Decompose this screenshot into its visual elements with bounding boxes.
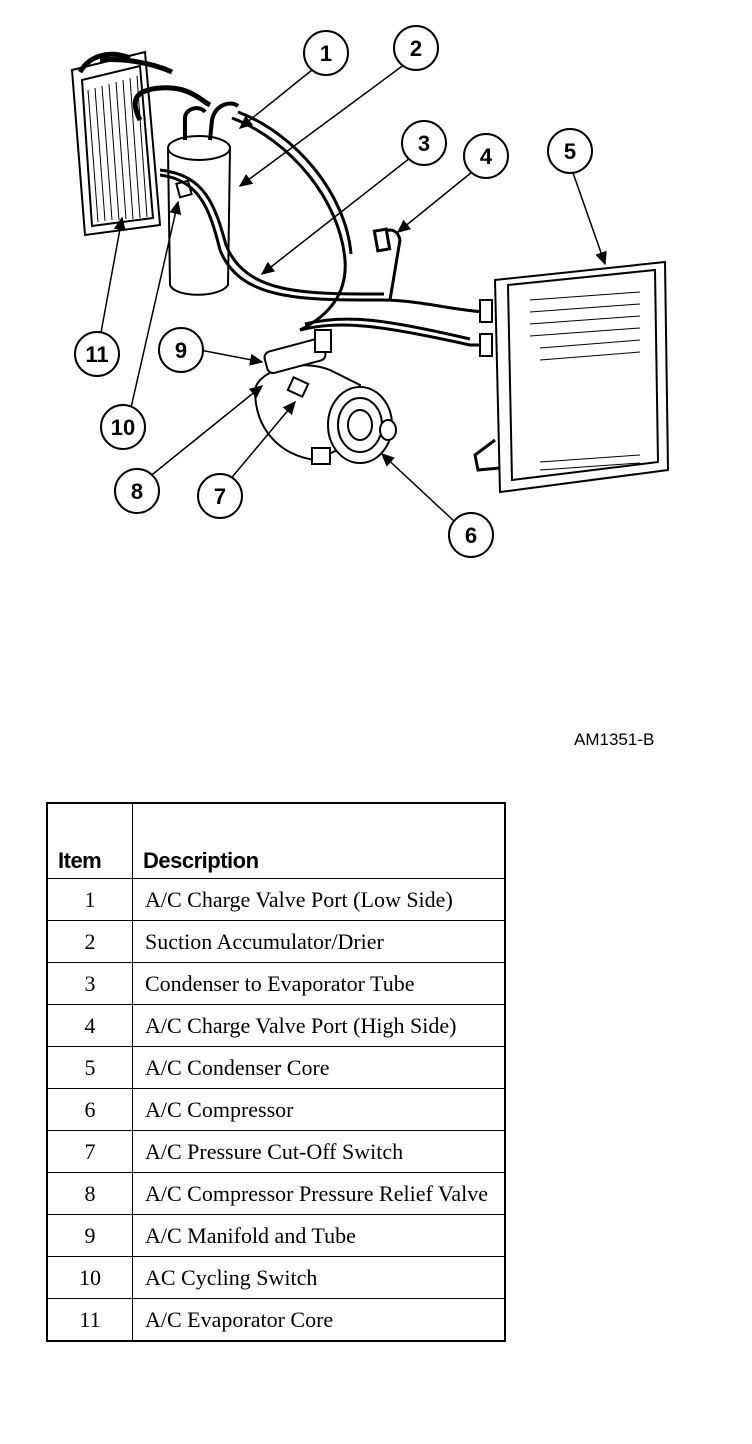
callout-leaders — [99, 63, 607, 523]
ac-system-diagram: 1 2 3 4 5 6 7 8 9 10 11 — [70, 25, 670, 558]
condenser-core-illustration — [473, 260, 670, 494]
item-number: 1 — [46, 878, 133, 921]
item-description: Suction Accumulator/Drier — [132, 920, 506, 963]
svg-text:2: 2 — [410, 36, 422, 61]
callout-7: 7 — [197, 473, 243, 519]
callout-3: 3 — [401, 120, 447, 166]
item-description: A/C Manifold and Tube — [132, 1214, 506, 1257]
figure-code: AM1351-B — [574, 730, 655, 749]
callout-11: 11 — [74, 331, 120, 377]
refrigerant-lines — [159, 110, 486, 347]
table-header-row: Item Description — [46, 802, 506, 879]
svg-text:3: 3 — [418, 131, 430, 156]
item-description: A/C Evaporator Core — [132, 1298, 506, 1342]
item-number: 5 — [46, 1046, 133, 1089]
svg-text:8: 8 — [131, 479, 143, 504]
callout-10: 10 — [100, 404, 146, 450]
callout-4: 4 — [463, 133, 509, 179]
svg-text:5: 5 — [564, 139, 576, 164]
item-number: 4 — [46, 1004, 133, 1047]
callout-2: 2 — [393, 25, 439, 71]
svg-text:10: 10 — [111, 415, 135, 440]
svg-text:4: 4 — [480, 144, 493, 169]
callout-8: 8 — [114, 468, 160, 514]
callout-6: 6 — [448, 512, 494, 558]
column-header-description: Description — [132, 802, 506, 879]
item-description: Condenser to Evaporator Tube — [132, 962, 506, 1005]
item-description: A/C Charge Valve Port (High Side) — [132, 1004, 506, 1047]
item-number: 7 — [46, 1130, 133, 1173]
item-number: 6 — [46, 1088, 133, 1131]
item-number: 3 — [46, 962, 133, 1005]
item-description: A/C Compressor — [132, 1088, 506, 1131]
item-number: 9 — [46, 1214, 133, 1257]
item-number: 8 — [46, 1172, 133, 1215]
item-description: A/C Charge Valve Port (Low Side) — [132, 878, 506, 921]
item-number: 11 — [46, 1298, 133, 1342]
item-description: A/C Pressure Cut-Off Switch — [132, 1130, 506, 1173]
svg-text:7: 7 — [214, 484, 226, 509]
evaporator-core-illustration — [70, 50, 212, 237]
item-description: A/C Compressor Pressure Relief Valve — [132, 1172, 506, 1215]
callout-1: 1 — [303, 30, 349, 76]
item-number: 10 — [46, 1256, 133, 1299]
item-number: 2 — [46, 920, 133, 963]
item-description: AC Cycling Switch — [132, 1256, 506, 1299]
svg-text:11: 11 — [85, 342, 108, 367]
item-description: A/C Condenser Core — [132, 1046, 506, 1089]
compressor-illustration — [253, 329, 397, 465]
svg-text:1: 1 — [320, 41, 332, 66]
suction-accumulator-illustration — [167, 101, 240, 296]
callout-5: 5 — [547, 128, 593, 174]
column-header-item: Item — [46, 802, 133, 879]
callout-9: 9 — [158, 327, 204, 373]
svg-text:6: 6 — [465, 523, 477, 548]
svg-text:9: 9 — [175, 338, 187, 363]
